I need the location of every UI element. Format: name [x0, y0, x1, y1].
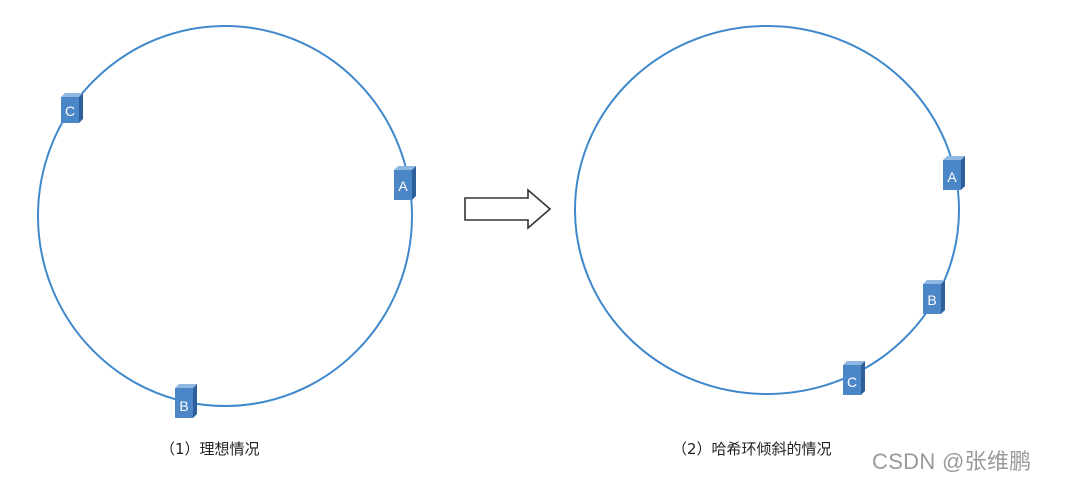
server-node-b-skewed: B	[923, 280, 945, 314]
server-node-b-ideal: B	[175, 384, 197, 418]
caption-ideal: （1）理想情况	[160, 440, 260, 458]
server-node-label: A	[398, 178, 408, 194]
server-node-a-ideal: A	[394, 166, 416, 200]
watermark: CSDN @张维鹏	[872, 449, 1032, 474]
server-node-label: B	[927, 292, 936, 308]
hash-ring-skewed	[574, 25, 960, 395]
server-node-c-skewed: C	[843, 361, 865, 395]
server-node-label: A	[947, 169, 957, 185]
caption-skewed: （2）哈希环倾斜的情况	[672, 440, 832, 458]
server-node-label: C	[847, 374, 857, 390]
server-node-label: C	[65, 103, 75, 119]
server-node-c-ideal: C	[61, 93, 83, 123]
server-node-a-skewed: A	[943, 156, 965, 190]
transition-arrow-icon	[464, 188, 552, 230]
hash-ring-ideal	[37, 25, 413, 407]
server-node-label: B	[179, 398, 188, 414]
